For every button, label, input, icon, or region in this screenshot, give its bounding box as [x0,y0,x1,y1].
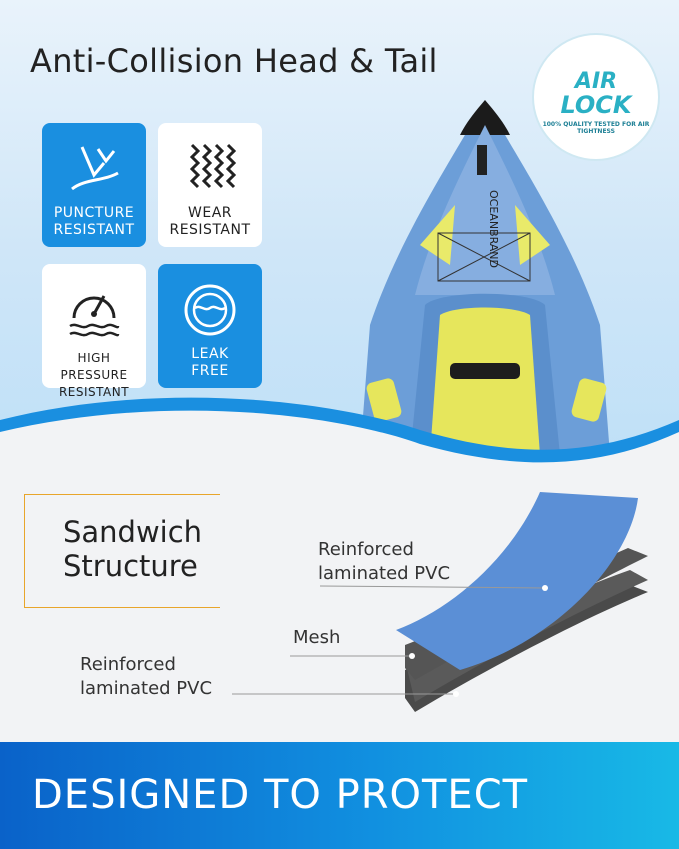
kayak-brand-text: OCEANBRAND [487,190,500,268]
structure-title-line1: Sandwich [63,515,203,549]
leak-free-icon [184,284,236,336]
wave-divider [0,397,679,490]
layer-diagram [232,492,648,712]
logo-text-line2: LOCK [560,91,632,119]
pressure-gauge-icon [69,295,120,337]
logo-tagline: 100% QUALITY TESTED FOR AIR TIGHTNESS [542,121,650,135]
sandwich-structure-frame: Sandwich Structure [24,494,220,608]
footer-slogan: DESIGNED TO PROTECT [32,772,529,818]
page-title: Anti-Collision Head & Tail [30,42,438,80]
layer-label-mesh: Mesh [293,627,341,648]
airlock-logo: AIR LOCK 100% QUALITY TESTED FOR AIR TIG… [532,33,660,161]
structure-title-line2: Structure [63,549,198,583]
puncture-icon [71,146,119,191]
wear-icon [189,143,237,189]
kayak-illustration: OCEANBRAND [360,100,610,455]
logo-text-line1: AIR [574,69,618,94]
footer-banner: DESIGNED TO PROTECT [0,742,679,849]
